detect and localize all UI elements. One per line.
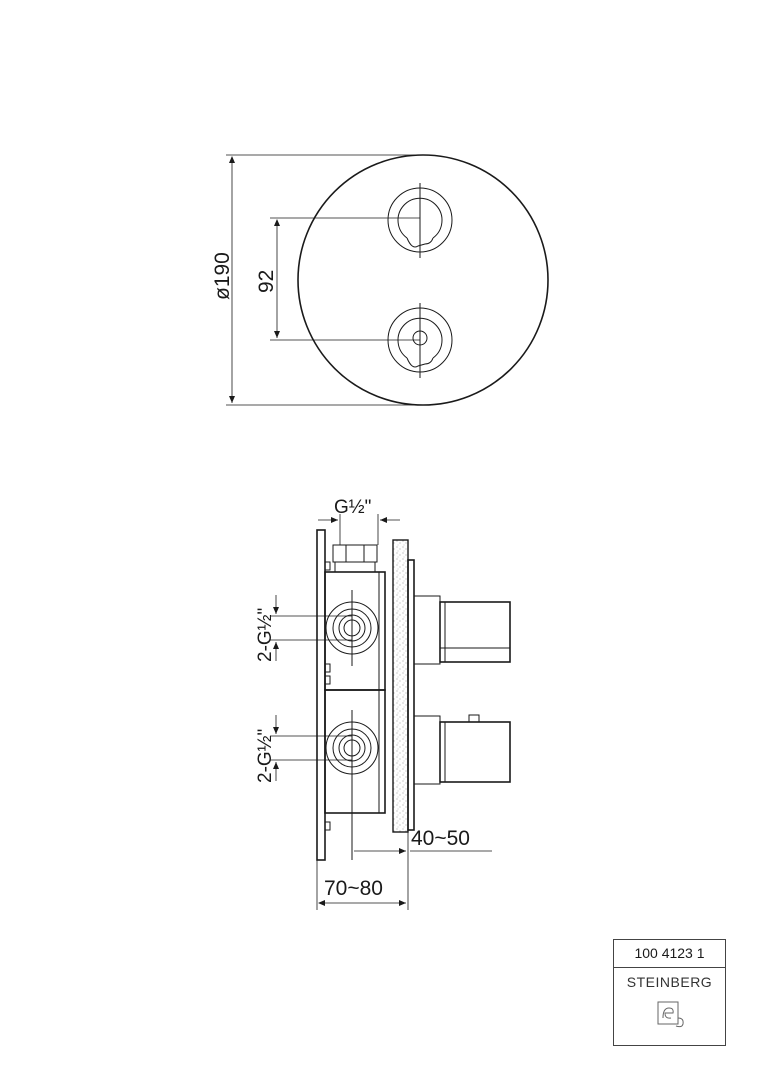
upper-handle-side: [413, 595, 511, 665]
depth-label-large: 70~80: [324, 877, 383, 900]
product-code: 100 4123 1: [614, 940, 725, 968]
upper-connection: [325, 590, 379, 666]
lower-handle: [387, 303, 453, 378]
cover-flange: [407, 559, 415, 831]
lower-handle-side: [413, 714, 511, 785]
upper-handle: [387, 183, 453, 258]
wall-panel: [392, 539, 409, 833]
title-block: 100 4123 1 STEINBERG: [613, 939, 726, 1046]
mounting-plate: [316, 529, 326, 861]
brand-name: STEINBERG: [626, 974, 713, 990]
valve-body: [324, 571, 386, 814]
depth-label-small: 40~50: [411, 827, 470, 850]
steinberg-logo-icon: [657, 1001, 684, 1028]
upper-thread-label: 2-G½": [255, 608, 276, 662]
front-view: ø190 92: [211, 154, 549, 406]
lower-connection: [325, 710, 379, 860]
top-nut: [332, 544, 378, 573]
top-thread-label: G½": [334, 497, 371, 518]
spacing-label: 92: [255, 270, 278, 293]
cover-plate-outline: [297, 154, 549, 406]
lower-thread-label: 2-G½": [255, 729, 276, 783]
section-view: G½" 2-G½" 2-G½" 40~50 70~80: [255, 497, 511, 910]
diameter-label: ø190: [211, 252, 234, 300]
